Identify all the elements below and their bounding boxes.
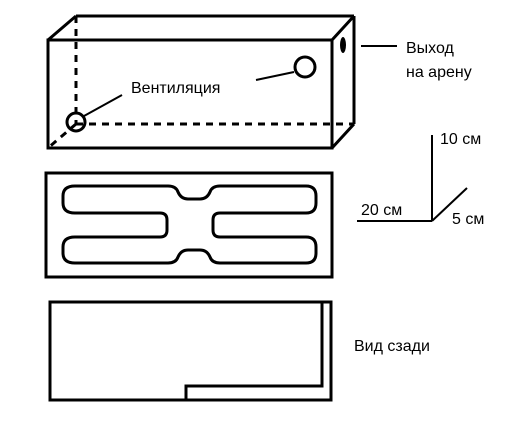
dimension-axes: [357, 135, 468, 222]
arena-exit-opening: [340, 37, 346, 53]
box-front-face: [46, 38, 334, 150]
axis-depth: [431, 187, 468, 222]
box-edge-bottom-right: [330, 122, 356, 150]
rear-view-inner-wall: [184, 303, 324, 399]
box-edge-top-left: [47, 14, 77, 42]
ventilation-leader-right: [255, 71, 295, 81]
dimension-depth-label: 5 см: [452, 211, 484, 228]
arena-exit-label-line1: Выход: [406, 40, 455, 57]
dimension-height-label: 10 см: [440, 131, 481, 148]
ventilation-leader-left: [83, 94, 123, 117]
rear-view: [48, 300, 333, 402]
rear-view-label: Вид сзади: [354, 338, 430, 355]
box-3d: [46, 14, 356, 150]
ventilation-hole-right: [293, 55, 317, 79]
ventilation-hole-left: [65, 111, 87, 133]
rear-view-outline: [48, 300, 333, 402]
top-view-outline: [44, 171, 334, 279]
box-hidden-diagonal: [47, 122, 77, 150]
dimension-length-label: 20 см: [361, 202, 402, 219]
ventilation-label: Вентиляция: [131, 80, 220, 97]
box-edge-top-right: [330, 14, 356, 42]
arena-exit-label-line2: на арену: [406, 64, 472, 81]
top-view-channels: [61, 184, 318, 265]
